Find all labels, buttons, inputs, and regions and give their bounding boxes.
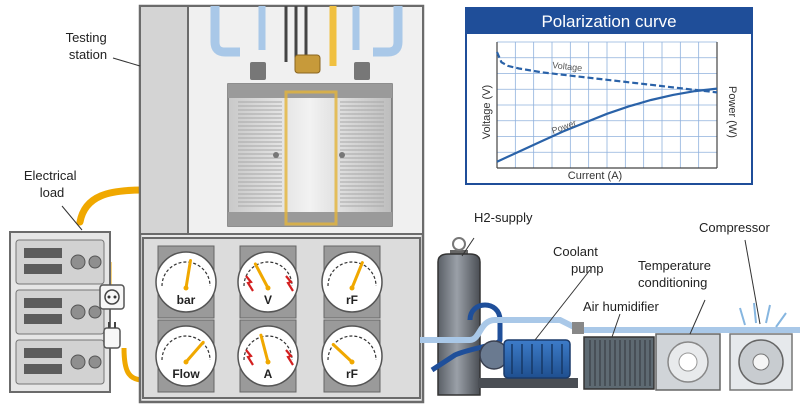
chart-title: Polarization curve: [541, 12, 676, 31]
gauge-label: rF: [346, 293, 358, 307]
gauge-label: bar: [177, 293, 196, 307]
humidifier-leader: [611, 313, 621, 338]
gauge-label: Flow: [172, 367, 200, 381]
socket-plug: [99, 284, 125, 349]
chart-ylabel-right: Power (W): [726, 86, 738, 138]
temperature-conditioning-label: Temperature conditioning: [638, 258, 715, 290]
compressor-leader: [744, 239, 761, 325]
load-module: [15, 289, 105, 335]
gauge-needle: [331, 343, 354, 364]
chart-ylabel: Voltage (V): [481, 85, 493, 139]
temperature-conditioner: [655, 333, 721, 391]
electrical-load-label: Electrical load: [24, 168, 80, 200]
gauge-label: V: [264, 293, 272, 307]
compressor-label: Compressor: [699, 220, 770, 235]
lightning-icon: [285, 349, 294, 366]
coolant-pump-label: Coolant pump: [553, 244, 604, 276]
chart-xlabel: Current (A): [568, 170, 622, 182]
coolant-pump: [478, 339, 578, 388]
gauge-needle: [184, 340, 205, 364]
gauge-needle: [350, 261, 364, 290]
gauge-6: rF: [321, 319, 383, 393]
air-humidifier: [583, 336, 655, 390]
gauge-label: rF: [346, 367, 358, 381]
gauge-needle: [253, 262, 270, 290]
gauge-label: A: [264, 367, 273, 381]
h2-pipe: [430, 302, 503, 373]
electrical-load: [9, 231, 111, 393]
load-cable-top: [76, 186, 147, 226]
gauge-1: bar: [155, 245, 217, 319]
pipe-fitting: [572, 322, 584, 334]
lightning-icon: [245, 275, 254, 292]
gauge-3: rF: [321, 245, 383, 319]
coolant-pipe: [420, 317, 800, 343]
h2-leader: [461, 237, 475, 257]
gauge-needle: [259, 333, 270, 364]
load-module: [15, 339, 105, 385]
fuel-cell-stack: [227, 83, 393, 227]
polarization-chart: Polarization curve Current (A) Voltage (…: [465, 7, 753, 185]
series-label-voltage: Voltage: [552, 60, 583, 73]
lightning-icon: [285, 275, 294, 292]
h2-supply-label: H2-supply: [474, 210, 533, 225]
station-leader: [112, 57, 141, 67]
load-module: [15, 239, 105, 285]
temp-leader: [689, 299, 706, 335]
air-humidifier-label: Air humidifier: [583, 299, 660, 314]
gauge-needle: [184, 258, 192, 290]
h2-cylinder: [437, 237, 481, 396]
gauge-2: V: [237, 245, 299, 319]
series-line-power: [496, 87, 718, 163]
pump-leader: [534, 269, 591, 341]
testing-station-label: Testing station: [66, 30, 111, 62]
lightning-icon: [245, 349, 254, 366]
gauge-4: Flow: [155, 319, 217, 393]
gauge-5: A: [237, 319, 299, 393]
stack-pipes: [210, 6, 403, 80]
load-leader: [61, 205, 83, 231]
series-line-voltage: [495, 51, 718, 94]
compressor: [729, 302, 793, 391]
